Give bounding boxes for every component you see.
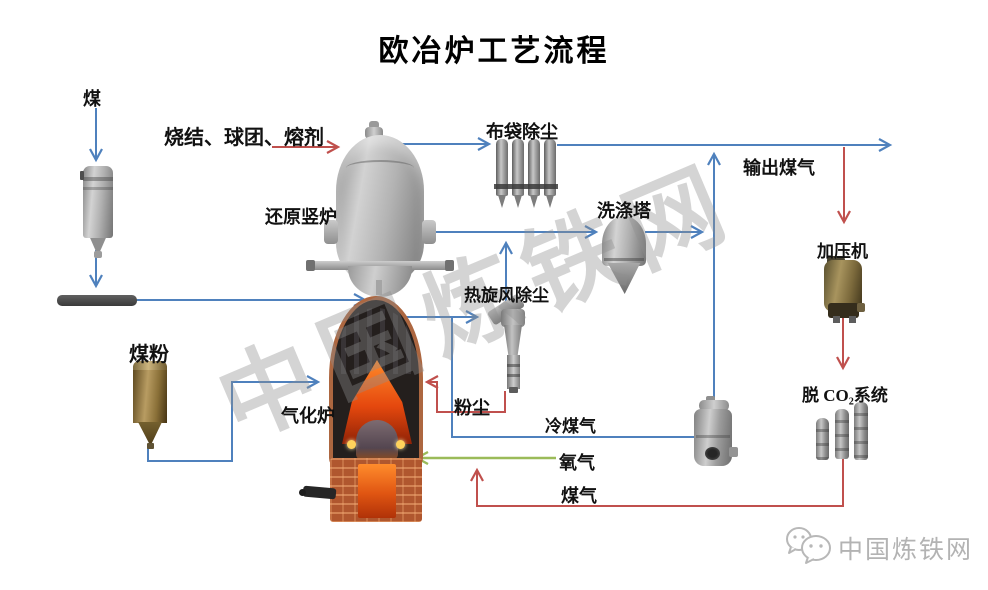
coal-hopper-body	[83, 166, 113, 238]
line-coalpowder-to-gasifier	[147, 375, 321, 462]
label-coal-gas: 煤气	[561, 486, 597, 506]
gas-holder-lid	[699, 400, 729, 411]
label-gasifier: 气化炉	[281, 406, 335, 426]
label-pressurizer: 加压机	[817, 242, 868, 261]
pressurizer-base	[828, 303, 859, 318]
gasifier-hearth-mound	[356, 420, 398, 460]
label-oxygen: 氧气	[559, 453, 595, 473]
bag-filter-tip	[498, 195, 506, 208]
tuyere-right	[396, 440, 405, 449]
bag-filter-tip	[530, 195, 538, 208]
coal-injector-cap	[133, 361, 167, 372]
shaft-furnace-top-nozzle	[369, 121, 379, 129]
coal-injector-tip	[147, 443, 154, 449]
cyclone-body	[504, 325, 522, 357]
gasifier-base-glow	[358, 464, 396, 518]
label-cold-gas: 冷煤气	[545, 417, 596, 436]
page-title: 欧冶炉工艺流程	[378, 35, 610, 68]
scrubber-body	[602, 216, 646, 266]
gas-holder-nub	[706, 396, 715, 402]
shaft-furnace-lug-right	[422, 220, 436, 244]
label-dust: 粉尘	[454, 398, 490, 418]
bag-filter-tube	[512, 139, 524, 196]
gasifier-runner-knob	[299, 489, 306, 496]
label-scrubber: 洗涤塔	[597, 201, 651, 221]
bag-filter-tube	[528, 139, 540, 196]
bag-filter-plate	[494, 184, 558, 189]
co2-cylinder	[835, 409, 849, 459]
shaft-furnace-pin	[376, 280, 382, 295]
co2-cylinder	[816, 418, 829, 460]
label-shaft-furnace: 还原竖炉	[265, 207, 337, 227]
footer-brand-text: 中国炼铁网	[838, 537, 974, 564]
label-bag-filter: 布袋除尘	[486, 122, 558, 142]
co2-cylinder	[854, 402, 868, 460]
label-co2-removal: 脱 CO₂系统	[802, 386, 888, 405]
shaft-furnace-lug-left	[324, 220, 338, 244]
scrubber-seam	[604, 258, 644, 261]
line-cold-gas	[451, 318, 697, 438]
cyclone-tube	[507, 355, 520, 389]
cyclone-band	[507, 364, 520, 367]
shaft-furnace-seam	[346, 160, 414, 176]
bag-filter-tip	[546, 195, 554, 208]
bag-filter-tube	[496, 139, 508, 196]
label-hot-cyclone: 热旋风除尘	[464, 286, 549, 305]
shaft-furnace-cross-pipe	[306, 261, 454, 270]
label-coal-powder: 煤粉	[129, 344, 169, 366]
gas-holder-stub	[729, 447, 738, 457]
coal-hopper-tip	[94, 251, 102, 258]
gas-holder-seam	[696, 435, 730, 438]
coal-hopper-band	[83, 187, 113, 190]
label-coal: 煤	[83, 89, 101, 109]
cyclone-tip	[509, 387, 518, 393]
pipe-flange-left	[306, 260, 315, 271]
pressurizer-stub	[857, 303, 865, 312]
label-output-gas: 输出煤气	[743, 158, 815, 178]
conveyor-bar	[57, 295, 137, 306]
line-dust-return	[424, 375, 506, 413]
pressurizer-foot	[833, 316, 840, 323]
cyclone-head	[501, 309, 525, 327]
coal-hopper-knob	[80, 171, 84, 180]
line-gas-recycle	[470, 458, 844, 507]
bag-filter-tip	[514, 195, 522, 208]
pressurizer-foot	[849, 316, 856, 323]
wechat-icon	[786, 527, 831, 564]
bag-filter-tube	[544, 139, 556, 196]
pipe-flange-right	[445, 260, 454, 271]
cyclone-band	[507, 374, 520, 377]
coal-hopper-band	[83, 177, 113, 181]
gas-holder-port	[705, 447, 720, 460]
label-feed: 烧结、球团、熔剂	[164, 127, 324, 149]
tuyere-left	[347, 440, 356, 449]
coal-injector-body	[133, 370, 167, 423]
